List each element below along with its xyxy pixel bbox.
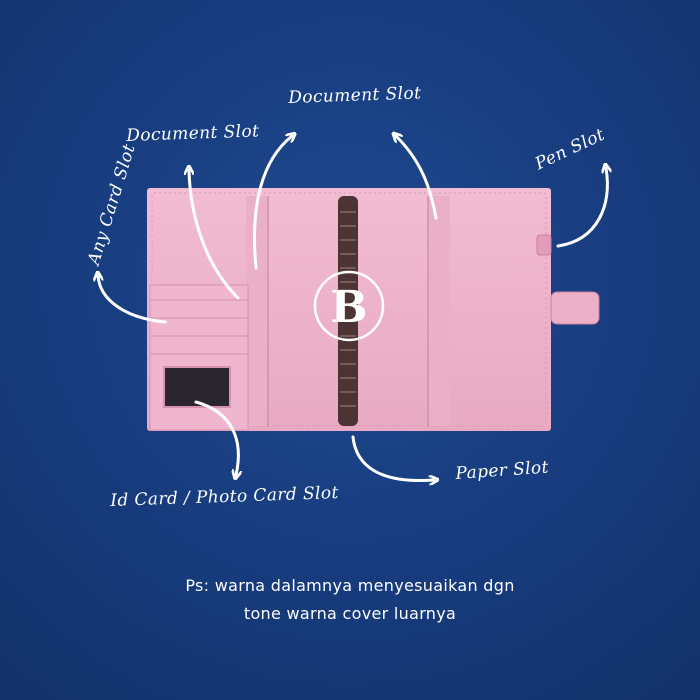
- annotation-arrows: [98, 136, 607, 481]
- caption-line-2: tone warna cover luarnya: [243, 604, 457, 623]
- logo-circle: [313, 270, 385, 342]
- right-document-slot: [428, 196, 450, 426]
- label-document-slot-left: Document Slot: [125, 121, 260, 146]
- label-document-slot-top: Document Slot: [287, 83, 422, 108]
- arrow-paper-slot: [351, 435, 434, 481]
- arrow-document-slot-left: [189, 170, 240, 300]
- arrow-any-card-slot: [98, 276, 167, 324]
- arrow-document-slot-right: [396, 136, 438, 220]
- binder-rings: [338, 196, 358, 426]
- id-card-window: [163, 366, 231, 408]
- clasp-strap: [550, 291, 600, 325]
- arrow-pen-slot: [556, 168, 607, 248]
- arrow-id-card-slot: [194, 400, 238, 475]
- logo-monogram: B: [330, 282, 367, 333]
- caption-line-1: Ps: warna dalamnya menyesuaikan dgn: [185, 576, 515, 595]
- left-document-slot: [246, 196, 268, 426]
- arrow-document-slot-top: [253, 136, 293, 270]
- pen-loop: [536, 234, 552, 256]
- card-slots-panel: [149, 284, 249, 431]
- open-planner: [147, 188, 600, 431]
